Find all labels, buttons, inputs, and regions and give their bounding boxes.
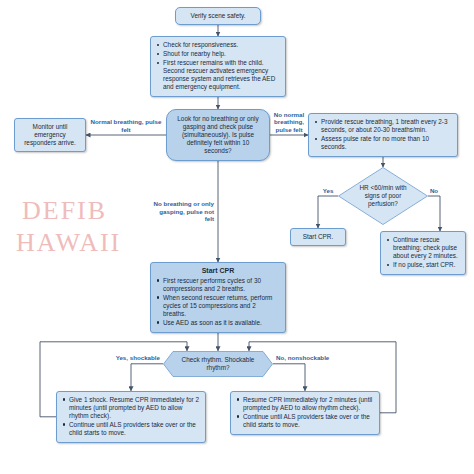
edge-label: No breathing or only gasping, pulse not …	[152, 200, 214, 222]
bullet-item: Check for responsiveness.	[156, 41, 280, 49]
connector-arrow	[318, 196, 338, 228]
bullet-text: Continue rescue breathing; check pulse a…	[393, 236, 458, 259]
bullet-item: Continue rescue breathing; check pulse a…	[386, 236, 460, 260]
bullet-dot	[63, 423, 65, 425]
shape-text-area: Check rhythm. Shockable rhythm?	[176, 356, 260, 372]
connector-arrow	[131, 364, 163, 391]
bullet-dot	[387, 264, 389, 266]
connector-arrow	[383, 157, 384, 167]
box-text: HR <60/min with signs of poor perfusion?	[356, 184, 410, 208]
edge-label: Yes	[318, 187, 338, 194]
bullet-text: Continue until ALS providers take over o…	[69, 421, 196, 436]
bullet-dot	[157, 321, 159, 323]
bullet-dot	[237, 398, 239, 400]
bullet-item: Provide rescue breathing, 1 breath every…	[314, 118, 452, 134]
edge-label: No, nonshockable	[276, 354, 336, 361]
bullet-dot	[157, 62, 159, 64]
connector-arrow	[273, 364, 305, 391]
box-text: Check rhythm. Shockable rhythm?	[176, 356, 260, 372]
bullet-text: First rescuer performs cycles of 30 comp…	[163, 277, 261, 292]
bullet-dot	[157, 279, 159, 281]
bullet-dot	[157, 53, 159, 55]
bullet-text: If no pulse, start CPR.	[393, 261, 456, 268]
watermark-text: DEFIB	[22, 198, 107, 224]
edge-label: No normal breathing, pulse felt	[271, 111, 307, 133]
bullet-dot	[157, 44, 159, 46]
bullet-item: Assess pulse rate for no more than 10 se…	[314, 135, 452, 151]
bullet-dot	[63, 398, 65, 400]
bullet-text: First rescuer remains with the child. Se…	[163, 59, 275, 90]
box-text: Look for no breathing or only gasping an…	[175, 115, 261, 155]
bullet-dot	[315, 138, 317, 140]
box-heading: Start CPR	[156, 267, 280, 276]
bullet-item: Continue until ALS providers take over o…	[236, 413, 374, 429]
shape-text-area: HR <60/min with signs of poor perfusion?	[356, 184, 410, 208]
bullet-item: First rescuer performs cycles of 30 comp…	[156, 277, 280, 293]
connector-arrow	[428, 196, 440, 231]
watermark-text: HAWAII	[16, 230, 121, 256]
connector-arrow	[218, 161, 219, 262]
connector-arrow	[218, 97, 219, 109]
process-box: Look for no breathing or only gasping an…	[166, 109, 270, 161]
connector-arrow	[218, 25, 219, 36]
box-text: Start CPR.	[296, 233, 340, 241]
bullet-item: Give 1 shock. Resume CPR immediately for…	[62, 396, 200, 420]
process-box: Start CPRFirst rescuer performs cycles o…	[150, 262, 286, 333]
bullet-text: Resume CPR immediately for 2 minutes (un…	[243, 396, 372, 411]
process-box: Monitor until emergency responders arriv…	[14, 118, 86, 152]
bullet-text: Shout for nearby help.	[163, 50, 226, 57]
bullet-dot	[237, 415, 239, 417]
bullet-text: When second rescuer returns, perform cyc…	[163, 294, 272, 317]
bullet-item: First rescuer remains with the child. Se…	[156, 59, 280, 91]
edge-label: Normal breathing, pulse felt	[90, 118, 162, 133]
bullet-text: Assess pulse rate for no more than 10 se…	[321, 135, 429, 150]
decision-hexagon: Check rhythm. Shockable rhythm?	[163, 351, 273, 377]
process-box: Resume CPR immediately for 2 minutes (un…	[230, 391, 380, 435]
process-box: Provide rescue breathing, 1 breath every…	[308, 113, 458, 157]
bullet-text: Check for responsiveness.	[163, 41, 238, 48]
process-box: Give 1 shock. Resume CPR immediately for…	[56, 391, 206, 443]
process-box: Verify scene safety.	[175, 7, 261, 25]
bullet-dot	[157, 296, 159, 298]
bullet-item: Shout for nearby help.	[156, 50, 280, 58]
bullet-text: Give 1 shock. Resume CPR immediately for…	[69, 396, 199, 419]
edge-label: Yes, shockable	[108, 354, 160, 361]
connector-arrow	[86, 135, 166, 136]
bullet-text: Use AED as soon as it is available.	[163, 319, 262, 326]
edge-label: No	[426, 187, 442, 194]
bullet-item: Use AED as soon as it is available.	[156, 319, 280, 327]
bullet-text: Provide rescue breathing, 1 breath every…	[321, 118, 447, 133]
hexagon-outline	[164, 351, 273, 376]
connector-arrow	[270, 135, 308, 136]
bullet-dot	[315, 121, 317, 123]
bullet-item: If no pulse, start CPR.	[386, 261, 460, 269]
connector-arrow	[218, 333, 219, 351]
bullet-text: Continue until ALS providers take over o…	[243, 413, 370, 428]
bullet-item: Continue until ALS providers take over o…	[62, 421, 200, 437]
diamond-outline	[339, 168, 428, 225]
bullet-item: Resume CPR immediately for 2 minutes (un…	[236, 396, 374, 412]
process-box: Check for responsiveness. Shout for nearb…	[150, 36, 286, 97]
bullet-item: When second rescuer returns, perform cyc…	[156, 294, 280, 318]
process-box: Continue rescue breathing; check pulse a…	[380, 231, 466, 275]
bullet-dot	[387, 239, 389, 241]
box-text: Monitor until emergency responders arriv…	[20, 123, 80, 147]
decision-diamond: HR <60/min with signs of poor perfusion?	[338, 167, 428, 225]
process-box: Start CPR.	[290, 228, 346, 246]
box-text: Verify scene safety.	[181, 12, 255, 20]
